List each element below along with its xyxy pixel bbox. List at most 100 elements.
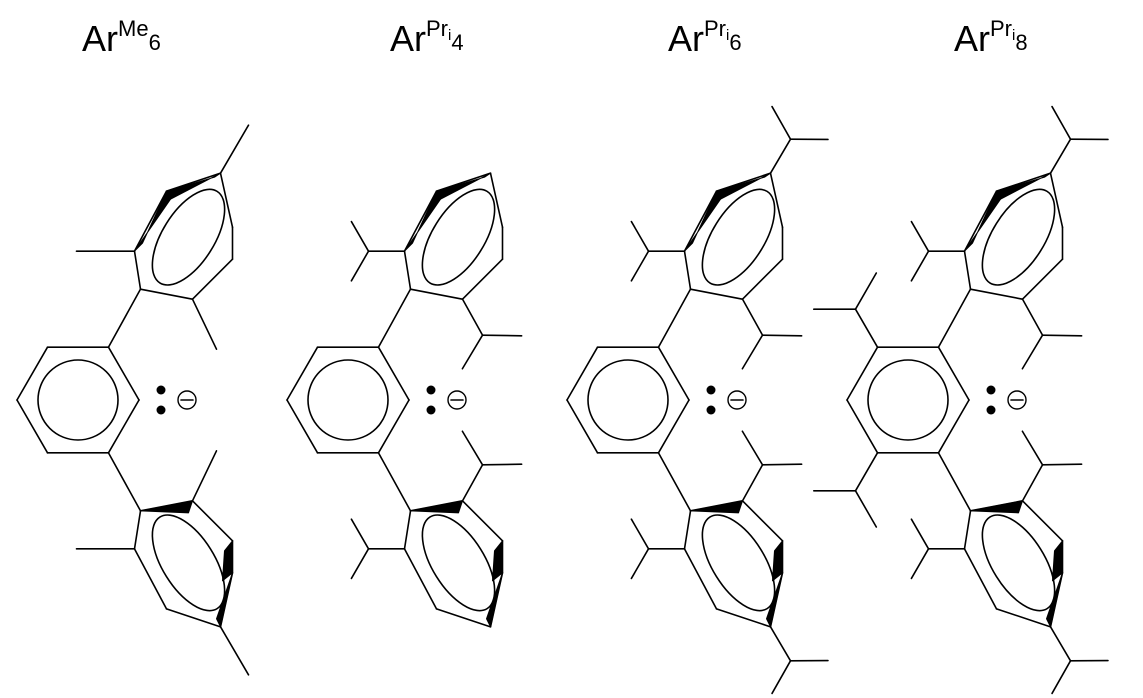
label-base: Ar bbox=[954, 18, 990, 59]
central-aromatic-circle bbox=[867, 359, 949, 441]
central-ring-bond bbox=[657, 399, 690, 454]
aryl-bond bbox=[409, 288, 464, 300]
aryl-bond bbox=[969, 288, 1024, 300]
aryl-linkage-bond bbox=[107, 288, 142, 348]
label-sup2: i bbox=[1012, 27, 1016, 44]
aryl-bond bbox=[139, 288, 194, 300]
isopropyl-branch bbox=[1041, 334, 1083, 337]
aryl-bond bbox=[963, 190, 998, 252]
negative-charge-icon bbox=[447, 390, 467, 410]
isopropyl-branch bbox=[771, 105, 792, 140]
methyl-bond bbox=[191, 298, 218, 350]
aromatic-circle bbox=[151, 188, 226, 286]
ring-wedge bbox=[970, 500, 1023, 514]
aryl-bond bbox=[403, 548, 438, 610]
aryl-linkage-bond bbox=[377, 452, 412, 512]
isopropyl-bond bbox=[461, 464, 484, 502]
central-ring-bond bbox=[657, 346, 690, 401]
label-base: Ar bbox=[668, 18, 704, 59]
molecule-ArPri4 bbox=[286, 172, 523, 628]
label-base: Ar bbox=[82, 18, 118, 59]
isopropyl-branch bbox=[1051, 660, 1072, 695]
aryl-bond bbox=[403, 510, 412, 550]
ring-wedge bbox=[690, 500, 743, 514]
ring-wedge bbox=[222, 540, 233, 582]
aryl-bond bbox=[715, 608, 772, 628]
aryl-bond bbox=[165, 172, 222, 192]
ring-wedge bbox=[486, 572, 503, 628]
isopropyl-bond bbox=[741, 298, 764, 336]
methyl-bond bbox=[219, 626, 250, 676]
label-sub: 6 bbox=[148, 30, 161, 55]
isopropyl-branch bbox=[1021, 430, 1044, 466]
ring-wedge bbox=[492, 540, 503, 582]
aryl-linkage-bond bbox=[657, 452, 692, 512]
negative-charge-icon bbox=[177, 390, 197, 410]
aryl-bond bbox=[741, 500, 784, 542]
aromatic-circle bbox=[981, 188, 1056, 286]
aryl-bond bbox=[741, 258, 784, 300]
aryl-bond bbox=[963, 548, 998, 610]
aryl-bond bbox=[963, 250, 972, 290]
central-ring-bond bbox=[107, 399, 140, 454]
central-aromatic-circle bbox=[587, 359, 669, 441]
aryl-bond bbox=[219, 172, 234, 228]
lone-pair-dot bbox=[156, 385, 166, 395]
ring-wedge bbox=[1046, 572, 1063, 628]
isopropyl-branch bbox=[350, 518, 370, 550]
aryl-bond bbox=[683, 190, 718, 252]
lone-pair-dot bbox=[156, 405, 166, 415]
aryl-linkage-bond bbox=[937, 452, 972, 512]
aryl-bond bbox=[191, 258, 234, 300]
lone-pair-dot bbox=[986, 385, 996, 395]
lone-pair-dot bbox=[426, 405, 436, 415]
central-ring-bond bbox=[377, 399, 410, 454]
aryl-bond bbox=[133, 548, 168, 610]
aromatic-circle bbox=[151, 514, 226, 612]
negative-charge-icon bbox=[1007, 390, 1027, 410]
isopropyl-bond bbox=[1021, 464, 1044, 502]
central-ring-bond bbox=[937, 346, 970, 401]
ring-wedge bbox=[766, 572, 783, 628]
label-sub: 4 bbox=[451, 30, 464, 55]
isopropyl-branch bbox=[1041, 463, 1083, 466]
isopropyl-bond bbox=[769, 626, 792, 662]
aryl-bond bbox=[403, 190, 438, 252]
lone-pair-dot bbox=[706, 385, 716, 395]
central-ring-bond bbox=[846, 346, 879, 401]
aryl-bond bbox=[489, 172, 504, 228]
aromatic-circle bbox=[421, 188, 496, 286]
isopropyl-bond bbox=[1049, 626, 1072, 662]
isopropyl-branch bbox=[461, 430, 484, 466]
lone-pair-dot bbox=[986, 405, 996, 415]
lone-pair-dot bbox=[426, 385, 436, 395]
aryl-bond bbox=[689, 288, 744, 300]
isopropyl-branch bbox=[854, 272, 878, 310]
methyl-bond bbox=[191, 450, 218, 502]
isopropyl-branch bbox=[741, 430, 764, 466]
aryl-bond bbox=[1021, 500, 1064, 542]
molecule-ArMe6 bbox=[16, 124, 250, 676]
isopropyl-branch bbox=[910, 250, 930, 282]
aryl-linkage-bond bbox=[937, 288, 972, 348]
aryl-bond bbox=[1021, 258, 1064, 300]
label-sup: Pr bbox=[990, 16, 1012, 41]
isopropyl-branch bbox=[630, 250, 650, 282]
label-base: Ar bbox=[390, 18, 426, 59]
label-sup: Pr bbox=[426, 16, 448, 41]
ring-wedge bbox=[772, 540, 783, 582]
negative-charge-icon bbox=[727, 390, 747, 410]
aryl-linkage-bond bbox=[107, 452, 142, 512]
isopropyl-bond bbox=[1021, 298, 1044, 336]
aryl-bond bbox=[683, 510, 692, 550]
methyl-bond bbox=[219, 124, 250, 174]
aryl-bond bbox=[435, 608, 492, 628]
aryl-bond bbox=[683, 548, 718, 610]
aryl-bond bbox=[769, 172, 784, 228]
central-ring-bond bbox=[286, 399, 319, 454]
isopropyl-branch bbox=[481, 334, 523, 337]
aromatic-circle bbox=[421, 514, 496, 612]
aromatic-circle bbox=[981, 514, 1056, 612]
isopropyl-bond bbox=[741, 464, 764, 502]
